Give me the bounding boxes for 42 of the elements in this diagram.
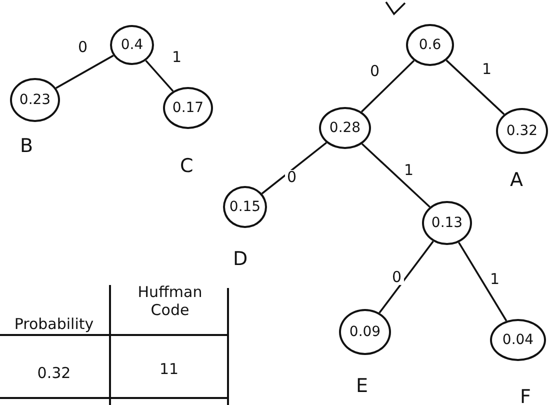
table-cell-text: 0.32 [36, 364, 72, 382]
probability-value: 0.6 [418, 37, 442, 53]
probability-circle [490, 319, 546, 361]
symbol-letter: C [180, 157, 194, 176]
probability-value: 0.15 [229, 199, 261, 215]
probability-value: 0.04 [502, 332, 534, 348]
edge-label: 0 [390, 270, 404, 285]
tree-branch [361, 143, 430, 208]
tree-branch [446, 60, 505, 115]
tree-branch [360, 60, 415, 112]
symbol-letter: D [233, 250, 248, 269]
table-header: Huffman Code [136, 283, 204, 319]
probability-value: 0.17 [172, 100, 204, 116]
probability-value: 0.32 [506, 123, 538, 139]
tree-branch [261, 142, 327, 194]
symbol-letter: F [520, 388, 531, 405]
probability-circle [163, 87, 213, 129]
probability-circle [496, 108, 548, 154]
probability-circle [406, 24, 454, 66]
tree-branch [56, 54, 114, 89]
edge-label: 0 [76, 40, 90, 55]
table-cell-text: 11 [158, 360, 180, 378]
tree-branch [378, 240, 434, 314]
edge-label: 0 [285, 170, 299, 185]
probability-circle [319, 107, 371, 149]
edge-label: 0 [368, 64, 382, 79]
tree-branch [458, 242, 508, 322]
symbol-letter: B [20, 137, 34, 156]
probability-value: 0.13 [431, 215, 463, 231]
probability-circle [422, 201, 472, 245]
symbol-letter: E [356, 377, 368, 396]
probability-circle [223, 186, 267, 228]
probability-value: 0.28 [329, 120, 361, 136]
probability-circle [339, 309, 391, 355]
table-header: Probability [13, 315, 95, 333]
probability-value: 0.4 [120, 37, 144, 53]
probability-circle [10, 78, 60, 122]
probability-value: 0.23 [19, 92, 51, 108]
tree-branch [145, 60, 174, 92]
symbol-letter: A [510, 171, 523, 190]
probability-circle [110, 25, 154, 65]
probability-value: 0.09 [349, 324, 381, 340]
